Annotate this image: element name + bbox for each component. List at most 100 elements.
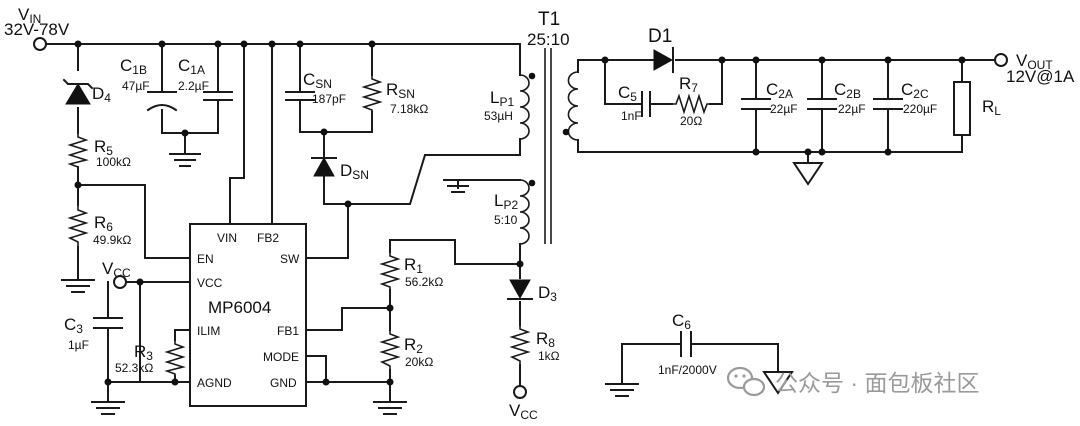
pin-gnd: GND [270,376,297,390]
c3-value: 1µF [68,338,89,352]
d3-label: D3 [538,283,557,304]
resistor-r5 [67,133,89,168]
c2c-label: C2C [901,80,929,101]
csn-label: CSN [303,70,332,91]
capacitor-c2b [807,98,837,110]
transformer-ratio: 25:10 [527,30,570,49]
capacitor-c6 [680,331,692,357]
r6-value: 49.9kΩ [93,233,131,247]
dsn-label: DSN [340,161,369,182]
c2a-label: C2A [766,80,793,101]
c5-label: C5 [618,83,637,104]
resistor-r6 [67,205,89,247]
d1-label: D1 [648,26,672,47]
vin-label: VIN [18,5,41,26]
vin-range: 32V-78V [4,20,70,39]
c1b-value: 47µF [122,79,150,93]
vout-spec: 12V@1A [1006,67,1075,86]
r7-value: 20Ω [680,114,702,128]
capacitor-csn [285,91,315,111]
lp1-label: LP1 [490,88,514,109]
c1a-label: C1A [178,56,205,77]
r1-value: 56.2kΩ [405,275,443,289]
secondary-ground-icon [792,162,824,186]
r8-label: R8 [536,329,555,350]
ground-icon [605,383,639,397]
capacitor-c2c [873,98,903,110]
resistor-r3 [164,340,186,376]
r2-label: R2 [404,335,423,356]
ground-icon [169,153,201,167]
mp6004-chip [189,223,307,407]
c2b-label: C2B [834,80,861,101]
csn-value: 187pF [312,92,346,106]
r5-label: R5 [94,137,113,158]
lp2-ratio: 5:10 [494,213,518,227]
c1b-label: C1B [120,56,147,77]
lp1-value: 53µH [484,109,513,123]
load-resistor-rl [953,81,971,136]
rsn-value: 7.18kΩ [390,102,428,116]
r6-label: R6 [94,213,113,234]
r5-value: 100kΩ [96,155,131,169]
r3-value: 52.3kΩ [115,361,153,375]
c6-label: C6 [672,311,691,332]
ground-icon [373,401,407,415]
pin-ilim: ILIM [197,324,220,338]
capacitor-c2a [741,98,771,110]
vout-terminal [994,53,1008,67]
capacitor-c1a [203,91,233,111]
resistor-rsn [361,75,383,112]
r1-label: R1 [404,255,423,276]
ground-icon [91,401,125,415]
pin-fb1: FB1 [277,324,299,338]
wechat-icon [726,366,766,397]
diode-d1 [653,47,674,73]
c5-value: 1nF [621,109,642,123]
pin-vin: VIN [217,231,237,245]
rl-label: RL [982,97,1001,118]
c6-value: 1nF/2000V [658,363,717,377]
r3-label: R3 [134,342,153,363]
vcc-label-bottom: VCC [509,401,538,422]
vcc-label: VCC [102,259,131,280]
pin-sw: SW [280,252,300,266]
diode-dsn [311,151,337,187]
resistor-r2 [379,330,401,370]
vcc-terminal [113,275,127,289]
pin-vcc: VCC [197,276,223,290]
junctions [74,40,966,386]
r7-label: R7 [679,74,698,95]
transformer-t1 [519,48,579,245]
pin-mode: MODE [263,350,299,364]
capacitor-c1b [146,91,178,112]
c2b-value: 22µF [838,102,866,116]
capacitor-c3 [93,317,123,329]
zener-diode-d4 [62,78,94,105]
lp2-label: LP2 [494,191,518,212]
vout-label: VOUT [1016,51,1053,72]
r2-value: 20kΩ [405,355,433,369]
d4-label: D4 [92,84,111,105]
resistor-r1 [379,252,401,290]
pin-agnd: AGND [197,376,232,390]
c2c-value: 220µF [903,102,937,116]
rsn-label: RSN [386,80,415,101]
c1a-value: 2.2µF [178,79,209,93]
transformer-name: T1 [538,9,560,30]
c2a-value: 22µF [770,102,798,116]
ground-icon [61,279,95,293]
r8-value: 1kΩ [538,349,560,363]
secondary-ground-icon [762,371,794,395]
diode-d3 [507,279,533,300]
resistor-r7 [672,93,710,115]
vin-terminal [33,37,47,51]
resistor-r8 [509,325,531,365]
pin-en: EN [197,252,214,266]
vcc-terminal-bottom [513,385,527,399]
capacitor-c5 [641,91,651,117]
ground-icon [443,179,473,193]
pin-fb2: FB2 [257,231,279,245]
watermark-text: 公众号 · 面包板社区 [775,370,979,396]
